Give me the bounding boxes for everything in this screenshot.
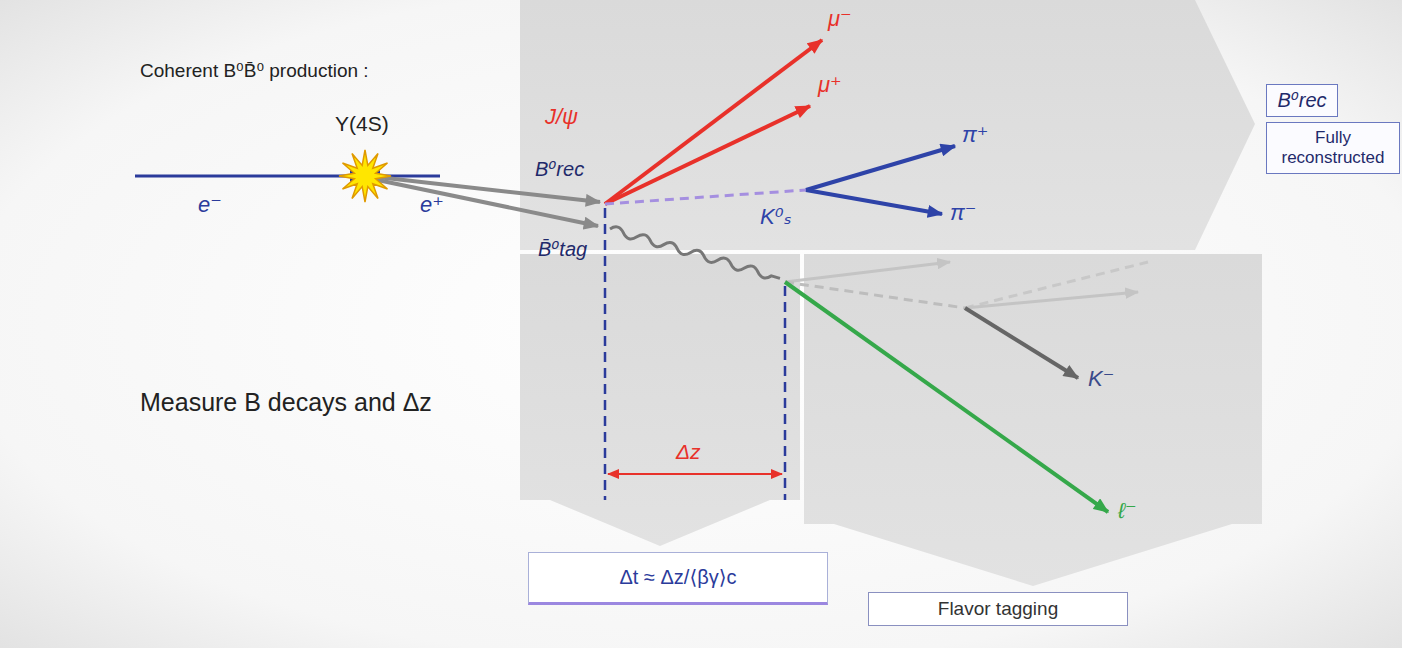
process-box: Flavor tagging bbox=[868, 592, 1128, 626]
particle-label: K⁻ bbox=[1088, 366, 1114, 391]
box-text: B⁰rec bbox=[1277, 89, 1326, 112]
resonance-label: Υ(4S) bbox=[335, 112, 389, 136]
particle-label: ℓ⁻ bbox=[1118, 498, 1137, 523]
b-tag-track bbox=[368, 178, 598, 226]
production-note: Coherent B⁰B̄⁰ production : bbox=[140, 60, 369, 82]
kaon-track bbox=[965, 308, 1078, 378]
vertex-guide bbox=[604, 208, 607, 500]
b-tag-wavy-track bbox=[609, 225, 781, 282]
tagging-panel bbox=[804, 254, 1262, 586]
particle-label: μ⁻ bbox=[828, 6, 852, 31]
beam-label: e⁻ bbox=[198, 192, 222, 217]
pion-plus-track bbox=[806, 146, 955, 190]
muon-plus-track bbox=[605, 106, 810, 204]
kshort-track bbox=[605, 190, 806, 204]
measurement-note: Measure B decays and Δz bbox=[140, 388, 432, 417]
box-text: Fully reconstructed bbox=[1275, 128, 1391, 167]
beam-label: e⁺ bbox=[420, 192, 444, 217]
lepton-track bbox=[785, 282, 1108, 512]
particle-label: μ⁺ bbox=[818, 72, 842, 97]
particle-label: J/ψ bbox=[545, 104, 578, 129]
dimension-label: Δz bbox=[676, 440, 701, 464]
vertex-guide bbox=[784, 286, 787, 500]
box-text: Δt ≈ Δz/⟨βγ⟩c bbox=[619, 566, 736, 589]
box-text: Flavor tagging bbox=[938, 598, 1058, 620]
collision-star bbox=[339, 150, 391, 202]
tag-track bbox=[965, 292, 1138, 308]
meson-label: B̄⁰tag bbox=[538, 238, 587, 261]
particle-label: K⁰ₛ bbox=[760, 204, 792, 229]
particle-label: π⁺ bbox=[962, 122, 988, 147]
reconstructed-box: Fully reconstructed bbox=[1266, 122, 1400, 174]
vertex-panel bbox=[520, 254, 800, 546]
wavy-line bbox=[609, 225, 781, 282]
reconstruction-panel bbox=[520, 0, 1255, 250]
tag-neutral-track bbox=[785, 282, 965, 308]
formula-box: Δt ≈ Δz/⟨βγ⟩c bbox=[528, 552, 828, 605]
tag-track bbox=[965, 262, 1148, 308]
tag-track bbox=[785, 262, 950, 282]
reconstructed-box: B⁰rec bbox=[1266, 84, 1338, 117]
particle-label: π⁻ bbox=[950, 200, 976, 225]
muon-minus-track bbox=[605, 40, 822, 204]
delta-z-dimension bbox=[608, 473, 782, 475]
pion-minus-track bbox=[806, 190, 942, 214]
meson-label: B⁰rec bbox=[535, 158, 584, 181]
